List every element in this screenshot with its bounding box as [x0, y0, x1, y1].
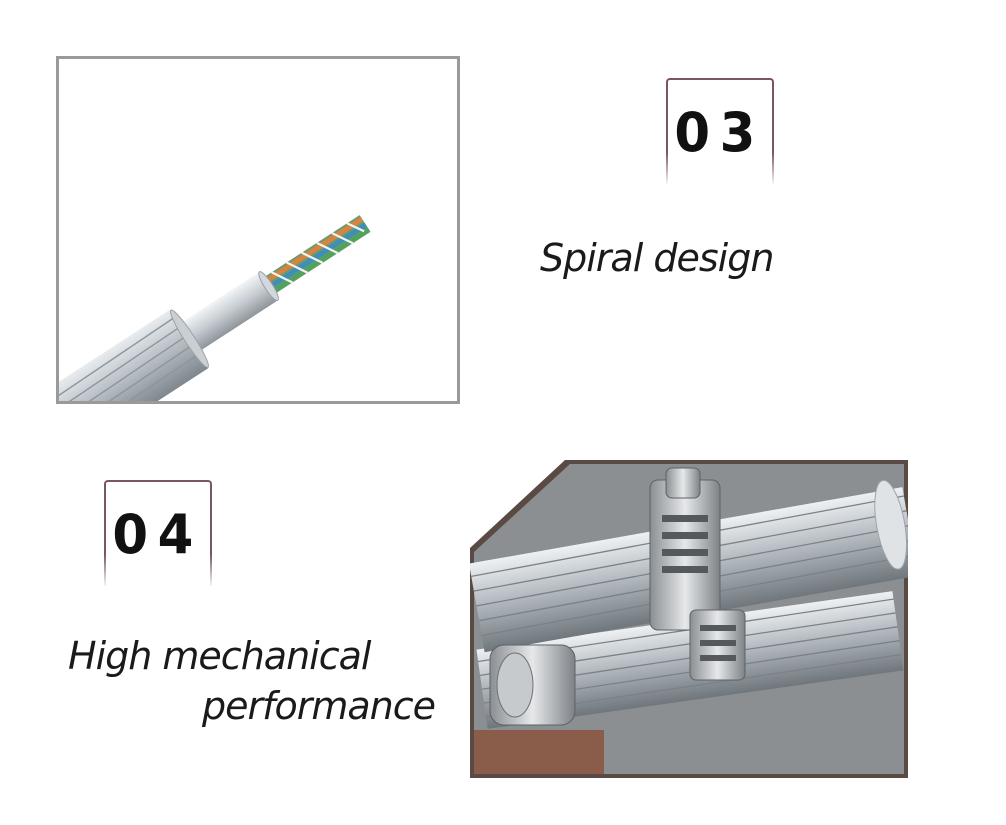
- feature-04-number: 04: [112, 502, 204, 566]
- cable-clamp-photo: [470, 460, 908, 778]
- feature-04-number-badge: 04: [104, 480, 212, 588]
- spiral-cable-photo: [56, 56, 460, 404]
- feature-03-number-badge: 03: [666, 78, 774, 186]
- feature-03-number: 03: [674, 100, 766, 164]
- feature-04-caption-line-1: High mechanical: [68, 634, 371, 678]
- feature-04-caption-line-2: performance: [202, 684, 436, 728]
- feature-03-caption: Spiral design: [540, 236, 774, 280]
